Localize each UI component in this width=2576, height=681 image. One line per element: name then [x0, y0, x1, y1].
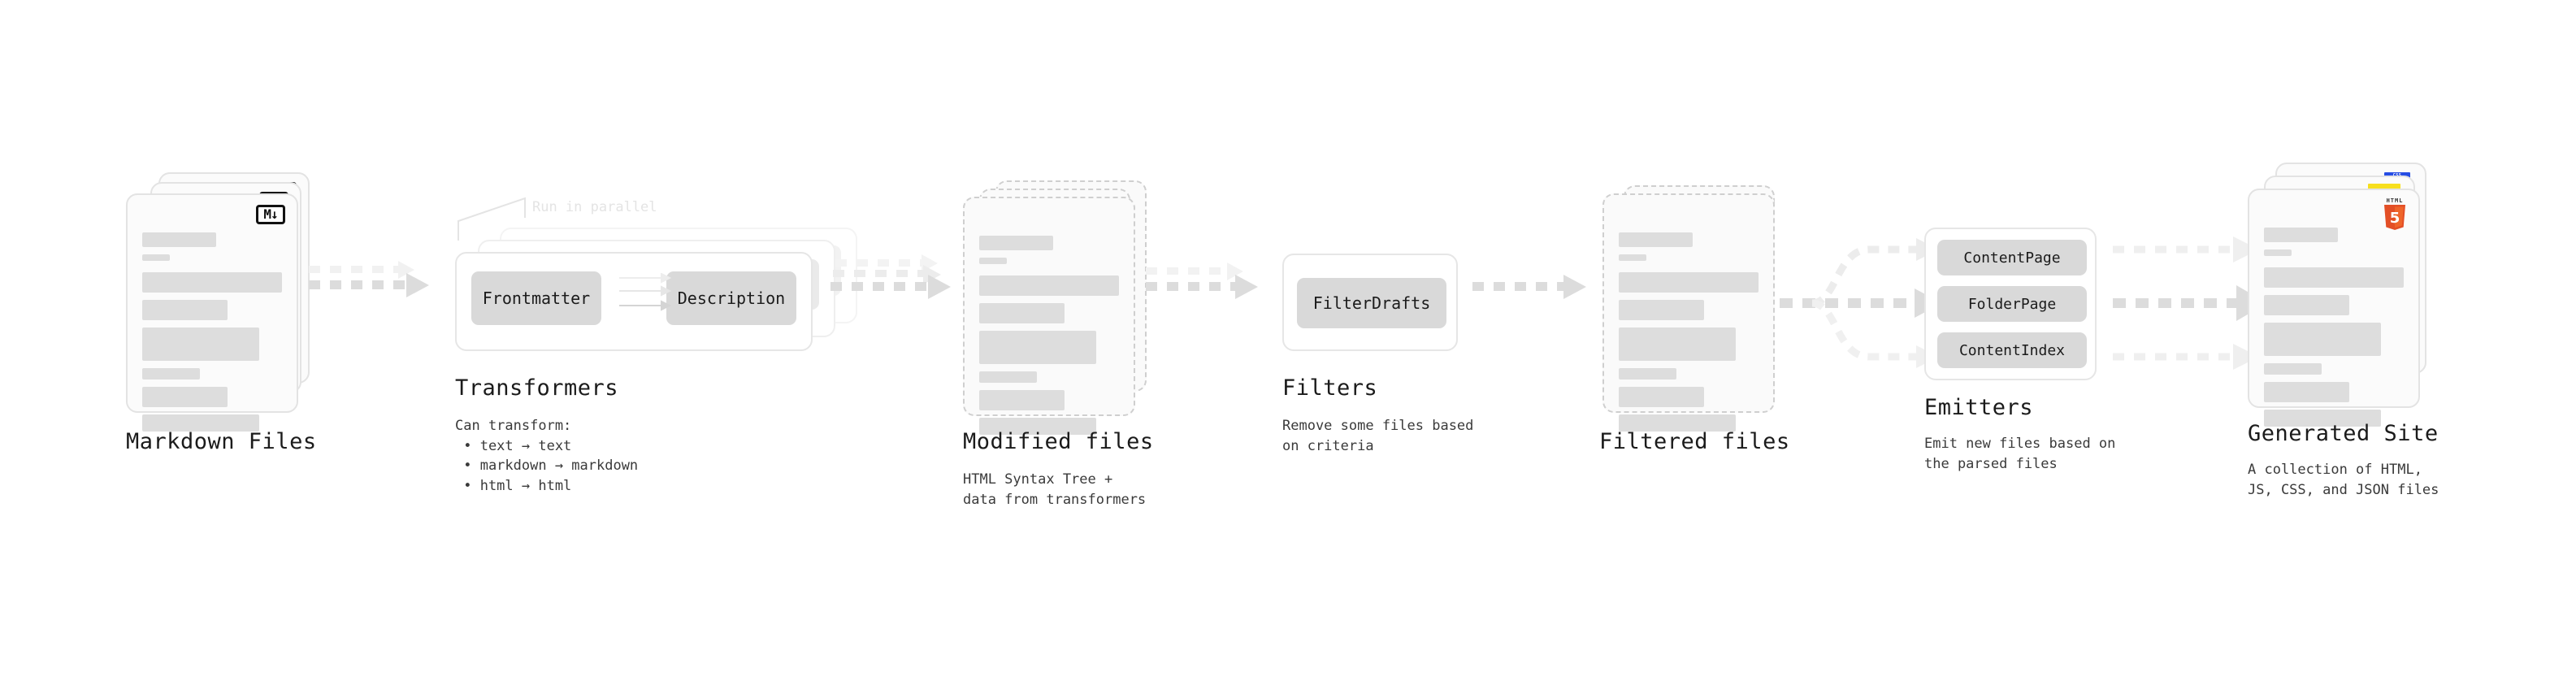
stage-title-filters: Filters — [1282, 375, 1378, 401]
filtered-card-front — [1602, 193, 1775, 432]
stage-title-emitters: Emitters — [1924, 395, 2034, 420]
site-card-front: HTML 5 — [2248, 189, 2420, 427]
stage-caption-transformers: Can transform: • text → text • markdown … — [455, 418, 639, 494]
markdown-card-front: M↓ — [126, 193, 298, 432]
transformer-panel-front: Frontmatter Description — [455, 252, 813, 351]
chip-description[interactable]: Description — [666, 271, 796, 325]
skeleton-bars — [979, 236, 1119, 442]
stage-caption-emitters: Emit new files based on the parsed files — [1924, 436, 2116, 472]
filters-panel: FilterDrafts — [1282, 254, 1458, 351]
chip-contentpage[interactable]: ContentPage — [1937, 240, 2087, 275]
markdown-logo-icon: M↓ — [256, 205, 285, 224]
modified-card-front — [963, 197, 1135, 435]
chip-folderpage[interactable]: FolderPage — [1937, 286, 2087, 322]
chip-contentindex[interactable]: ContentIndex — [1937, 332, 2087, 368]
chip-filterdrafts[interactable]: FilterDrafts — [1297, 278, 1446, 328]
run-in-parallel-note: Run in parallel — [532, 199, 657, 215]
stage-title-modified-files: Modified files — [963, 429, 1154, 454]
skeleton-bars — [1619, 232, 1759, 439]
fanout-arrows-icon — [1780, 238, 1934, 368]
svg-text:5: 5 — [2390, 210, 2400, 227]
transformer-inner-arrows-icon — [619, 273, 672, 311]
skeleton-bars — [142, 232, 282, 439]
stage-title-filtered-files: Filtered files — [1599, 429, 1790, 454]
stage-caption-generated-site: A collection of HTML, JS, CSS, and JSON … — [2248, 462, 2439, 498]
chip-frontmatter[interactable]: Frontmatter — [471, 271, 601, 325]
stage-caption-filters: Remove some files based on criteria — [1282, 418, 1474, 454]
skeleton-bars — [2264, 228, 2404, 434]
parallel-bracket-icon — [458, 197, 526, 241]
stage-title-markdown-files: Markdown Files — [126, 429, 317, 454]
html5-icon: HTML 5 — [2383, 198, 2407, 232]
emitters-panel: ContentPage FolderPage ContentIndex — [1924, 228, 2097, 380]
stage-title-transformers: Transformers — [455, 375, 619, 401]
stage-caption-modified-files: HTML Syntax Tree + data from transformer… — [963, 471, 1147, 508]
stage-title-generated-site: Generated Site — [2248, 421, 2439, 446]
